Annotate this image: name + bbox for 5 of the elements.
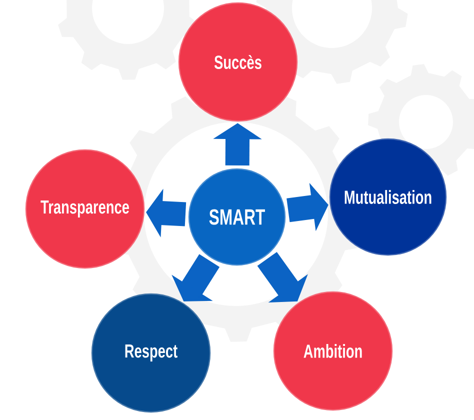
- circle-node: Respect: [91, 293, 211, 413]
- circle-node: Ambition: [273, 291, 393, 411]
- circle-node: Mutualisation: [329, 138, 447, 256]
- circle-node: Succès: [178, 2, 298, 122]
- circle-node: Transparence: [25, 149, 145, 269]
